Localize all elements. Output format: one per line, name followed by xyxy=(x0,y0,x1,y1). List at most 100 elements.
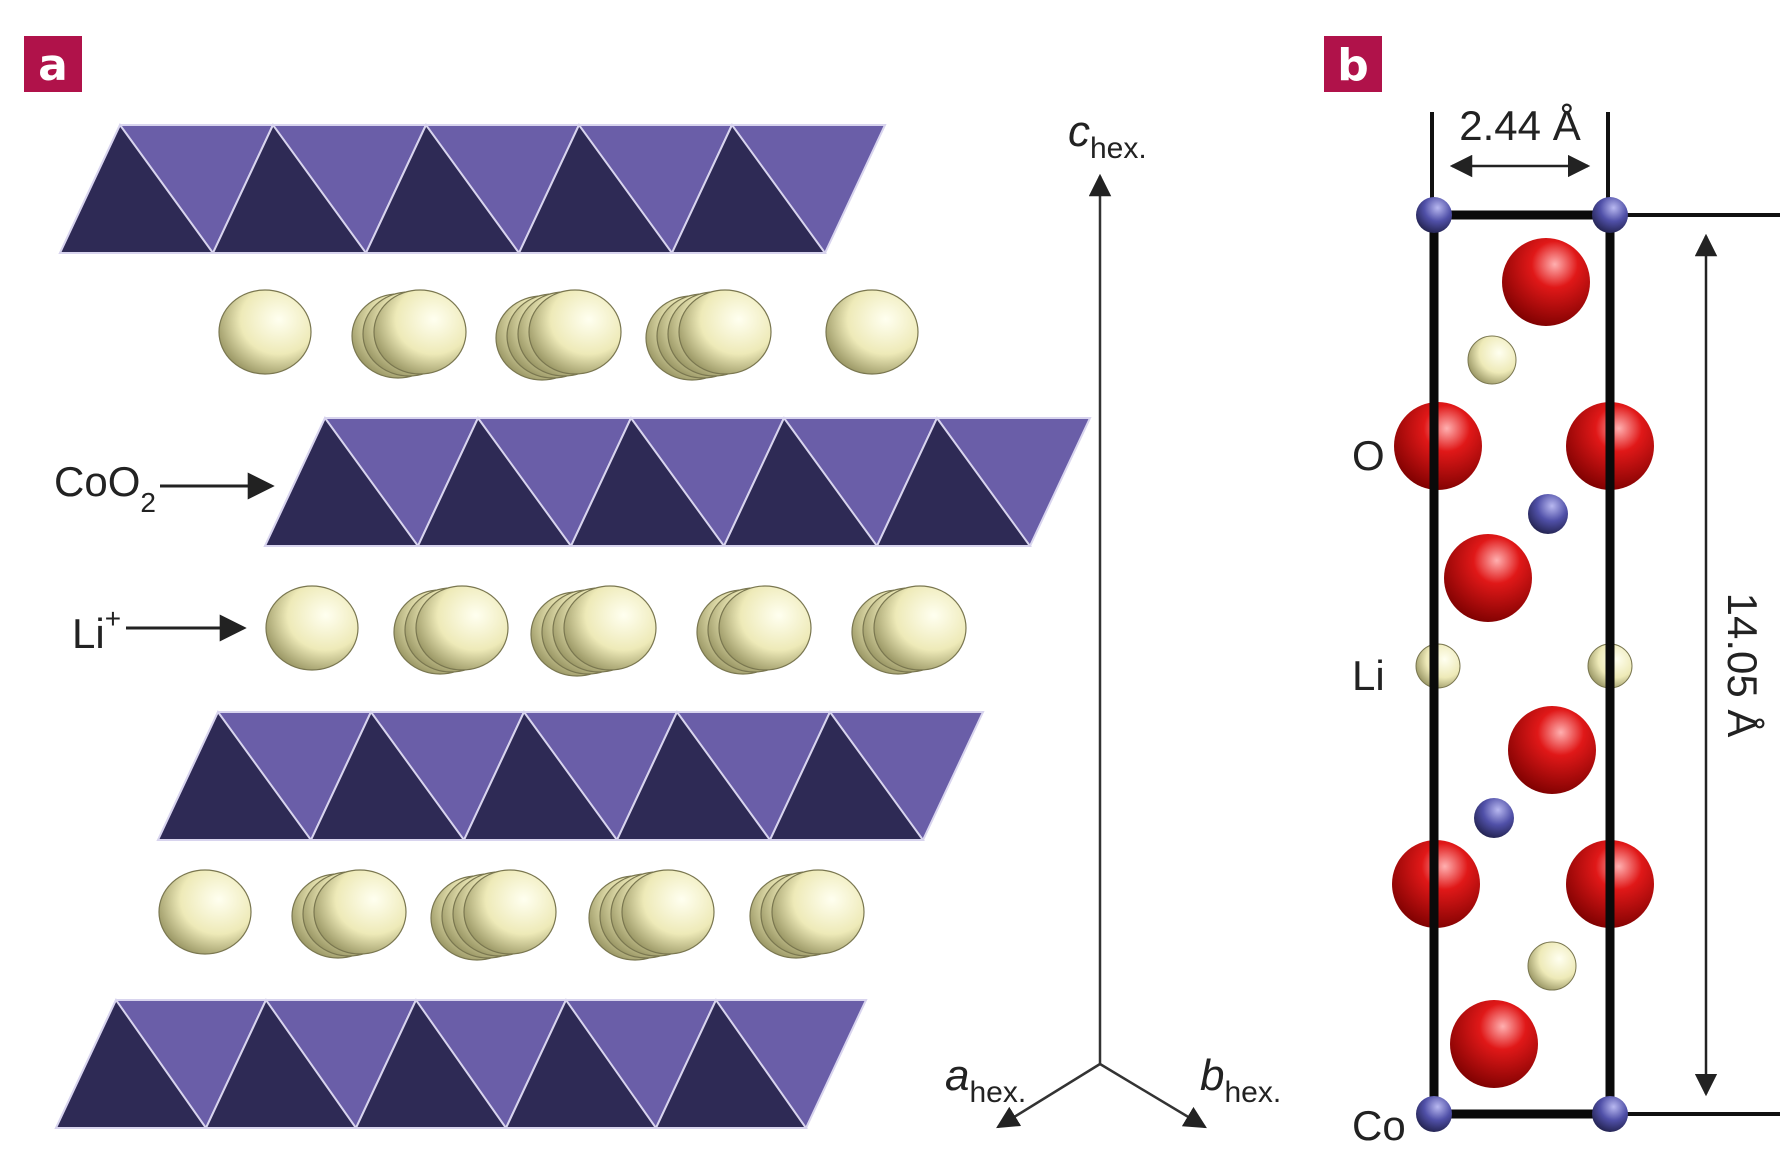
b-axis-label: bhex. xyxy=(1200,1051,1281,1109)
li-cluster xyxy=(218,289,312,375)
li-cluster xyxy=(696,585,812,675)
octahedron xyxy=(722,416,939,547)
b-axis-letter: b xyxy=(1200,1051,1224,1100)
li-cluster xyxy=(588,869,715,961)
li-sphere xyxy=(563,585,657,671)
o-atom-label: O xyxy=(1352,432,1385,479)
co-corner-atom xyxy=(1416,197,1452,233)
a-axis-line xyxy=(996,1062,1101,1129)
unit-cell-panel: 2.44 Å 14.05 Å O Li Co xyxy=(1352,102,1780,1149)
octahedra-layer xyxy=(156,710,985,841)
li-layer-label: Li+ xyxy=(72,603,247,657)
octahedron xyxy=(416,416,633,547)
li-sphere xyxy=(463,869,557,955)
octahedron xyxy=(670,123,887,254)
octahedron xyxy=(517,123,734,254)
c-axis-subscript: hex. xyxy=(1090,132,1147,165)
octahedron xyxy=(768,710,985,841)
b-axis-line xyxy=(1099,1062,1207,1129)
li-atom xyxy=(1527,941,1577,991)
li-sphere xyxy=(415,585,509,671)
co-atom-label: Co xyxy=(1352,1102,1406,1149)
li-sphere xyxy=(218,289,312,375)
li-atom xyxy=(1467,335,1517,385)
li-sphere xyxy=(718,585,812,671)
li-label-superscript: + xyxy=(105,603,121,634)
panel-a-badge: a xyxy=(24,36,82,92)
svg-text:Li+: Li+ xyxy=(72,603,121,657)
octahedra-layer xyxy=(263,416,1092,547)
coo2-layer-label: CoO2 xyxy=(54,458,275,518)
panel-b-letter: b xyxy=(1337,40,1369,91)
li-cluster xyxy=(851,585,967,675)
a-axis-label: ahex. xyxy=(945,1051,1026,1109)
o-atom xyxy=(1450,1000,1538,1088)
octahedron xyxy=(54,998,268,1129)
li-sphere xyxy=(265,585,359,671)
octahedron xyxy=(263,416,480,547)
li-label-text: Li xyxy=(72,610,105,657)
li-row xyxy=(265,585,967,677)
li-sphere xyxy=(771,869,865,955)
c-axis-label: chex. xyxy=(1068,107,1147,165)
li-cluster xyxy=(265,585,359,671)
o-atom xyxy=(1502,238,1590,326)
a-axis-subscript: hex. xyxy=(969,1076,1026,1109)
li-cluster xyxy=(645,289,772,381)
li-sphere xyxy=(313,869,407,955)
octahedron xyxy=(615,710,832,841)
li-sphere xyxy=(678,289,772,375)
li-sphere xyxy=(528,289,622,375)
li-cluster xyxy=(530,585,657,677)
li-row xyxy=(218,289,919,381)
co-atom xyxy=(1474,798,1514,838)
o-atom xyxy=(1444,534,1532,622)
panel-b-badge: b xyxy=(1324,36,1382,92)
co-corner-atom xyxy=(1416,1096,1452,1132)
coo2-label-text: CoO xyxy=(54,458,140,505)
li-sphere xyxy=(621,869,715,955)
unit-cell-frame xyxy=(1429,210,1615,1119)
coo2-octahedra-layers xyxy=(54,123,1092,1129)
li-cluster xyxy=(351,289,467,379)
li-sphere xyxy=(158,869,252,955)
co-corner-atom xyxy=(1592,1096,1628,1132)
li-sphere xyxy=(873,585,967,671)
co-corner-atom xyxy=(1592,197,1628,233)
b-axis-subscript: hex. xyxy=(1224,1076,1281,1109)
li-row xyxy=(158,869,865,961)
li-cluster xyxy=(430,869,557,961)
li-cluster xyxy=(495,289,622,381)
coo2-label-subscript: 2 xyxy=(140,487,156,518)
octahedron xyxy=(875,416,1092,547)
octahedron xyxy=(309,710,526,841)
octahedron xyxy=(156,710,373,841)
hex-axes: chex. ahex. bhex. xyxy=(945,107,1281,1129)
octahedron xyxy=(58,123,275,254)
svg-text:CoO2: CoO2 xyxy=(54,458,156,518)
li-atom-label: Li xyxy=(1352,652,1385,699)
width-dimension-label: 2.44 Å xyxy=(1459,102,1580,149)
octahedra-layer xyxy=(54,998,868,1129)
li-cluster xyxy=(158,869,252,955)
o-atom xyxy=(1508,706,1596,794)
panel-a-letter: a xyxy=(38,40,68,91)
corner-co-atoms xyxy=(1416,197,1628,1132)
li-ion-rows xyxy=(158,289,967,961)
octahedron xyxy=(654,998,868,1129)
height-dimension-label: 14.05 Å xyxy=(1719,593,1766,738)
a-axis-letter: a xyxy=(945,1051,969,1100)
octahedron xyxy=(504,998,718,1129)
c-axis-letter: c xyxy=(1068,107,1090,156)
li-cluster xyxy=(291,869,407,959)
octahedron xyxy=(211,123,428,254)
li-cluster xyxy=(825,289,919,375)
octahedron xyxy=(204,998,418,1129)
li-cluster xyxy=(749,869,865,959)
co-atom xyxy=(1528,494,1568,534)
li-sphere xyxy=(825,289,919,375)
li-sphere xyxy=(373,289,467,375)
li-cluster xyxy=(393,585,509,675)
octahedra-layer xyxy=(58,123,887,254)
